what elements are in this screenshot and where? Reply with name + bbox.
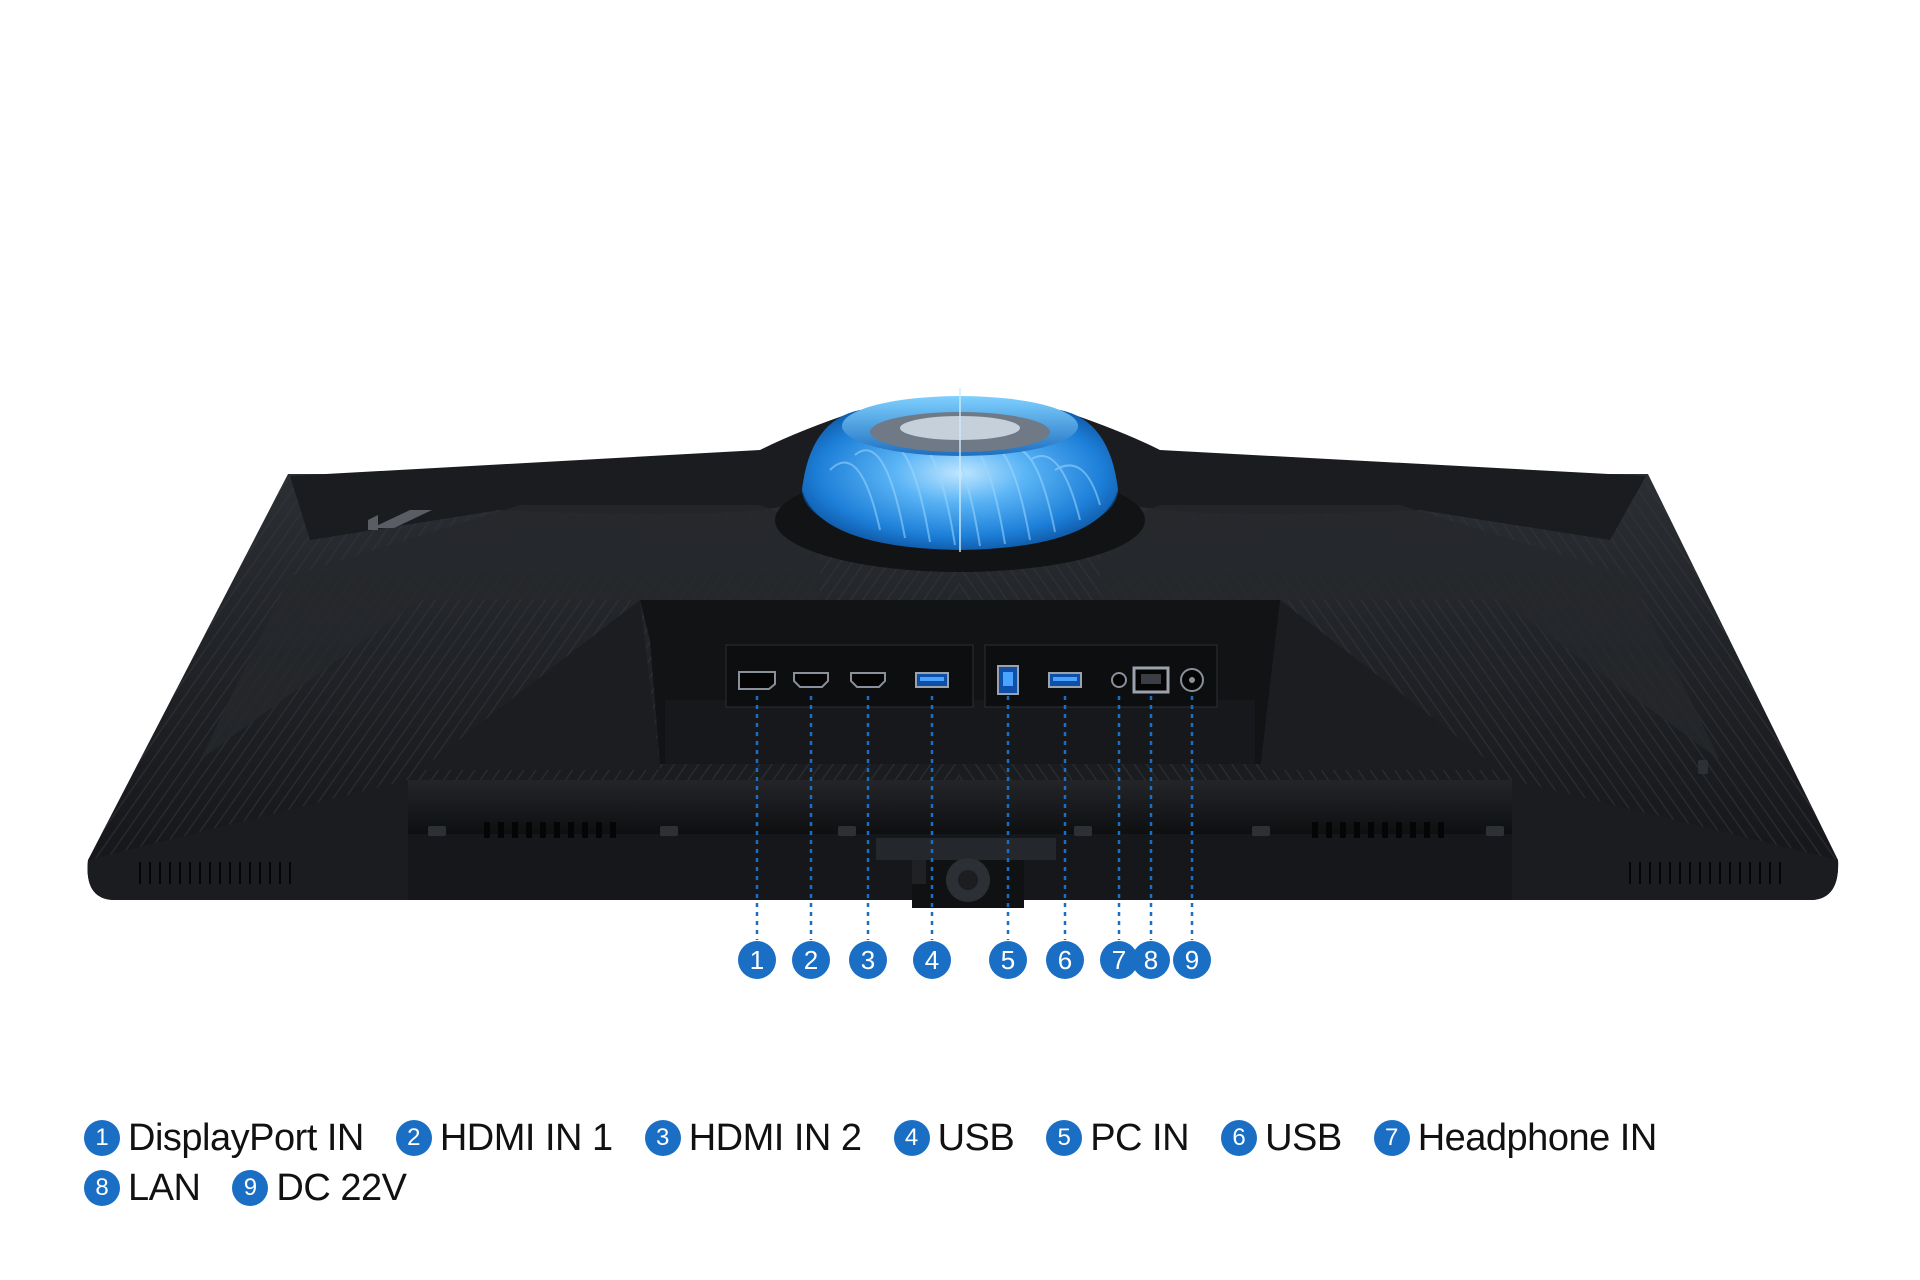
port-9: 9 (1173, 668, 1211, 979)
legend-label: DisplayPort IN (128, 1116, 364, 1159)
port-6: 6 (1046, 672, 1084, 979)
port-number-badge: 4 (913, 941, 951, 979)
port-4: 4 (913, 672, 951, 979)
legend-number-badge: 6 (1221, 1120, 1258, 1156)
legend-label: DC 22V (276, 1166, 407, 1209)
port-number: 4 (925, 945, 939, 975)
usb-b-port-icon (997, 665, 1019, 695)
port-number: 9 (1185, 945, 1199, 975)
headphone-jack-icon (1111, 672, 1127, 688)
port-number-badge: 5 (989, 941, 1027, 979)
lan-port-icon (1132, 666, 1170, 694)
legend-number-badge: 8 (84, 1170, 120, 1206)
port-number: 7 (1112, 945, 1126, 975)
legend-number-badge: 4 (893, 1120, 930, 1156)
legend-number-badge: 7 (1373, 1120, 1410, 1156)
legend-number-badge: 2 (395, 1120, 432, 1156)
odyssey-logo (368, 510, 432, 530)
port-number: 3 (861, 945, 875, 975)
port-number: 2 (804, 945, 818, 975)
edge-vent-left (139, 862, 291, 884)
port-1: 1 (738, 671, 776, 979)
vent-left (484, 822, 616, 838)
dc-power-port-icon (1180, 668, 1204, 692)
port-number-badge: 2 (792, 941, 830, 979)
hdmi-port-icon (850, 672, 886, 688)
port-number-badge: 7 (1100, 941, 1138, 979)
port-number-badge: 1 (738, 941, 776, 979)
core-lighting-ring (802, 388, 1118, 552)
legend-number-badge: 5 (1046, 1120, 1083, 1156)
port-5: 5 (989, 665, 1027, 979)
legend-label: HDMI IN 2 (688, 1116, 862, 1159)
port-number: 1 (750, 945, 764, 975)
usb-a-port-icon (915, 672, 949, 688)
legend-label: PC IN (1090, 1116, 1190, 1159)
port-number: 6 (1058, 945, 1072, 975)
port-number-badge: 3 (849, 941, 887, 979)
joystick-bracket (876, 838, 1056, 908)
legend-number-badge: 9 (232, 1170, 269, 1206)
legend-number-badge: 3 (644, 1120, 681, 1156)
legend-label: USB (1265, 1116, 1342, 1159)
edge-vent-right (1629, 862, 1781, 884)
port-number: 5 (1001, 945, 1015, 975)
legend-label: HDMI IN 1 (439, 1116, 613, 1159)
legend-number-badge: 1 (84, 1120, 120, 1156)
port-number-badge: 8 (1132, 941, 1170, 979)
usb-a-port-icon (1048, 672, 1082, 688)
port-7: 7 (1100, 672, 1138, 979)
vent-right (1312, 822, 1444, 838)
legend-label: USB (937, 1116, 1015, 1159)
legend-label: LAN (128, 1166, 201, 1209)
displayport-port-icon (738, 671, 776, 690)
port-number-badge: 9 (1173, 941, 1211, 979)
port-number-badge: 6 (1046, 941, 1084, 979)
port-8: 8 (1132, 666, 1170, 979)
legend-label: Headphone IN (1417, 1116, 1658, 1159)
port-number: 8 (1144, 945, 1158, 975)
port-2: 2 (792, 672, 830, 979)
hdmi-port-icon (793, 672, 829, 688)
port-3: 3 (849, 672, 887, 979)
